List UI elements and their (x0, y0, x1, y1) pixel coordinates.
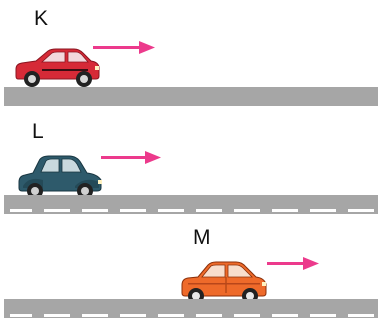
scene-m: M (0, 214, 378, 321)
scene-label-k: K (34, 7, 49, 30)
arrow-right-icon (101, 151, 161, 164)
arrow-right-icon (267, 257, 319, 270)
car-icon (18, 155, 102, 199)
road (4, 87, 378, 106)
arrow-right-icon (93, 41, 155, 54)
car-icon (15, 48, 100, 87)
scene-k: K (0, 0, 378, 107)
scene-label-m: M (193, 226, 211, 249)
scene-label-l: L (32, 120, 44, 143)
scene-l: L (0, 107, 378, 214)
road (4, 299, 378, 318)
road (4, 195, 378, 214)
